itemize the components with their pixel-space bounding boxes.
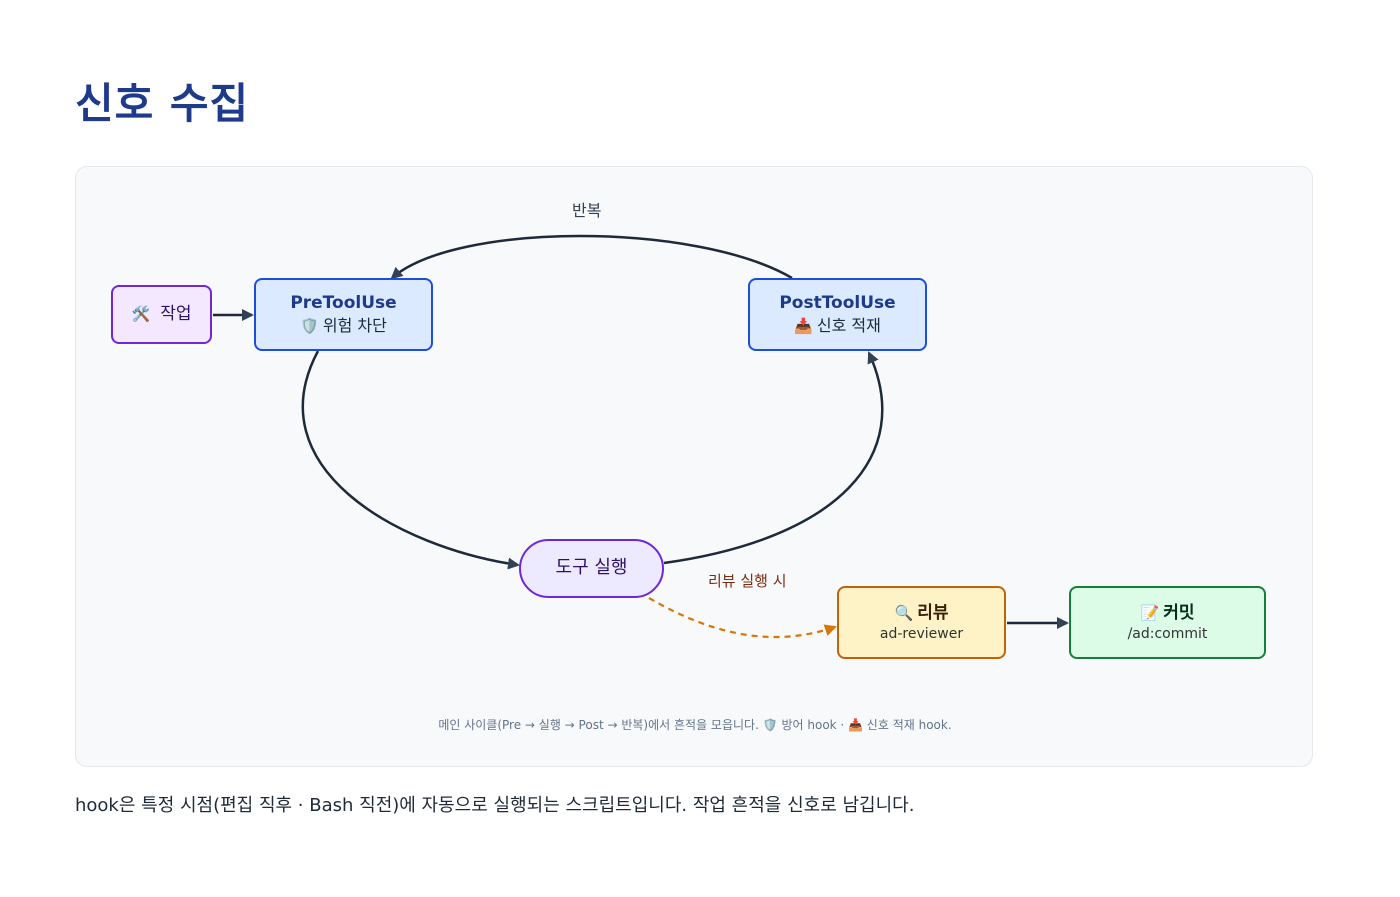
node-review-title: 리뷰 — [917, 602, 949, 623]
page-description: hook은 특정 시점(편집 직후 · Bash 직전)에 자동으로 실행되는 … — [75, 795, 915, 816]
node-post-tool-use: PostToolUse 📥신호 적재 — [748, 278, 927, 351]
tools-icon: 🛠️ — [131, 305, 151, 324]
edge-pre-to-exec — [301, 350, 520, 570]
node-review: 🔍리뷰 ad-reviewer — [837, 586, 1006, 659]
node-review-sub: ad-reviewer — [879, 625, 964, 642]
edge-label-review-trigger: 리뷰 실행 시 — [708, 572, 787, 590]
node-review-title-row: 🔍리뷰 — [895, 602, 949, 625]
node-work-label: 작업 — [160, 304, 192, 325]
edge-exec-to-review — [648, 597, 837, 639]
node-post-sub-row: 📥신호 적재 — [794, 315, 881, 337]
node-tool-exec: 도구 실행 — [519, 539, 664, 598]
edge-label-repeat: 반복 — [572, 201, 602, 220]
magnifier-icon: 🔍 — [894, 603, 914, 622]
diagram-edges — [213, 234, 1069, 639]
page-title: 신호 수집 — [75, 79, 250, 128]
node-pre-title: PreToolUse — [290, 293, 397, 314]
diagram-panel: 반복 리뷰 실행 시 🛠️ 작업 PreToolUse 🛡️위험 차단 Post… — [75, 166, 1313, 767]
node-pre-sub-row: 🛡️위험 차단 — [300, 315, 387, 337]
node-commit-sub: /ad:commit — [1127, 625, 1208, 642]
edge-exec-to-post — [663, 351, 884, 565]
shield-icon: 🛡️ — [300, 317, 319, 336]
node-commit: 📝커밋 /ad:commit — [1069, 586, 1266, 659]
node-post-sub: 신호 적재 — [816, 316, 881, 336]
node-exec-label: 도구 실행 — [555, 557, 628, 579]
node-commit-title: 커밋 — [1163, 602, 1195, 623]
node-commit-title-row: 📝커밋 — [1141, 602, 1195, 625]
edge-post-to-pre — [390, 234, 793, 280]
inbox-tray-icon: 📥 — [794, 317, 813, 336]
node-post-title: PostToolUse — [779, 293, 896, 314]
node-work: 🛠️ 작업 — [111, 285, 212, 344]
memo-icon: 📝 — [1140, 603, 1160, 622]
node-pre-tool-use: PreToolUse 🛡️위험 차단 — [254, 278, 433, 351]
diagram-caption: 메인 사이클(Pre → 실행 → Post → 반복)에서 흔적을 모읍니다.… — [438, 718, 952, 732]
node-pre-sub: 위험 차단 — [322, 316, 387, 336]
